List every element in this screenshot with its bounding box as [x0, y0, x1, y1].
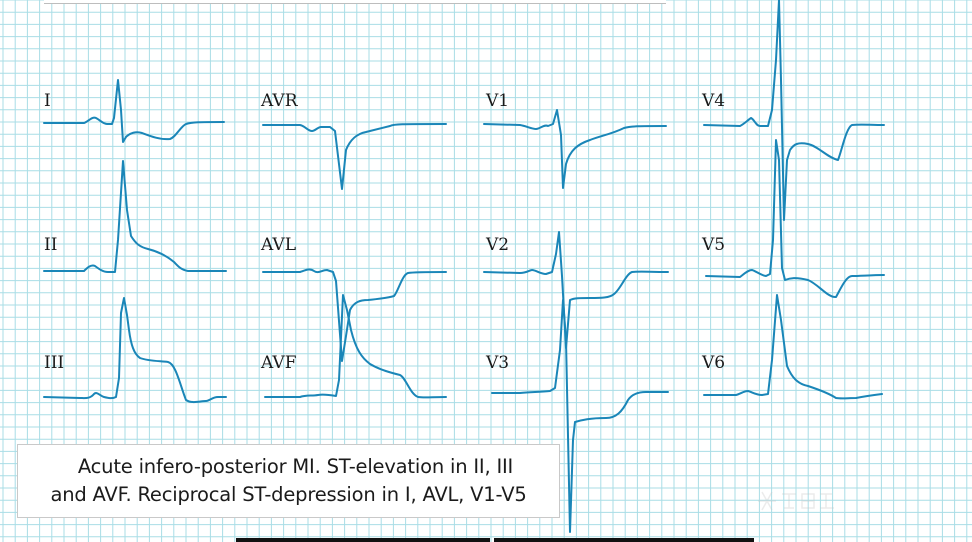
trace-lead-ii: [43, 160, 227, 273]
trace-lead-v5: [705, 139, 885, 298]
figure-caption: Acute infero-posterior MI. ST-elevation …: [17, 444, 560, 518]
lead-label-avl: AVL: [260, 235, 296, 255]
lead-label-v5: V5: [701, 235, 725, 255]
lead-label-v6: V6: [701, 353, 725, 373]
lead-label-iii: III: [44, 353, 64, 373]
bottom-bar-right: [494, 538, 754, 542]
lead-label-avr: AVR: [260, 91, 299, 111]
lead-label-i: I: [44, 91, 51, 111]
lead-labels: I II III AVR AVL AVF V1 V2 V3 V4 V5 V6: [44, 91, 725, 373]
caption-line-2: and AVF. Reciprocal ST-depression in I, …: [50, 483, 527, 506]
ecg-traces: [43, 0, 885, 533]
lead-label-v4: V4: [701, 91, 725, 111]
trace-lead-v4: [703, 0, 885, 221]
watermark-icon: [758, 491, 834, 511]
trace-lead-iii: [43, 297, 227, 404]
top-panel-edge: [44, 0, 666, 4]
trace-lead-v1: [483, 109, 667, 189]
lead-label-v1: V1: [485, 91, 509, 111]
lead-label-v3: V3: [485, 353, 509, 373]
trace-lead-avr: [262, 123, 447, 190]
lead-label-avf: AVF: [260, 353, 297, 373]
trace-lead-v2: [483, 231, 669, 349]
lead-label-v2: V2: [485, 235, 509, 255]
trace-lead-avl: [262, 268, 447, 362]
caption-line-1: Acute infero-posterior MI. ST-elevation …: [77, 455, 514, 478]
trace-lead-v6: [703, 294, 883, 400]
trace-lead-i: [43, 79, 225, 143]
trace-lead-avf: [264, 294, 447, 399]
bottom-bar-left: [236, 538, 490, 542]
lead-label-ii: II: [44, 235, 57, 255]
trace-lead-v3: [491, 299, 669, 533]
